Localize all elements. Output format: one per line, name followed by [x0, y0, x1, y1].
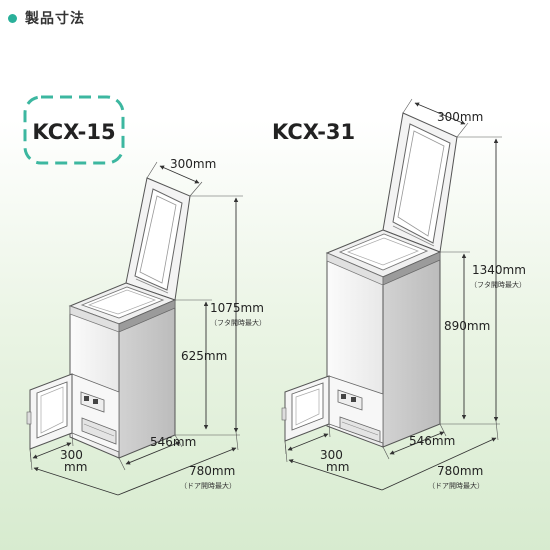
product-kcx31: KCX-31 — [272, 98, 526, 491]
section-header: 製品寸法 — [8, 8, 85, 28]
depth-door-open-label: 780mm — [189, 464, 235, 478]
height-lid-open-note: （フタ開時最大） — [210, 318, 266, 327]
bullet-dot-icon — [8, 13, 17, 23]
depth-label: 546mm — [409, 434, 455, 448]
product-kcx15: KCX-15 — [23, 95, 266, 496]
height-lid-open-label: 1340mm — [472, 263, 526, 277]
height-lid-open-label: 1075mm — [210, 301, 264, 315]
door-width-value: 300 — [60, 448, 83, 462]
model-label: KCX-15 — [32, 120, 115, 144]
door-width-unit: mm — [326, 460, 349, 474]
height-lid-open-note: （フタ開時最大） — [470, 280, 526, 289]
open-door — [281, 375, 330, 442]
depth-label: 546mm — [150, 435, 196, 449]
open-lid — [125, 177, 191, 301]
height-label: 890mm — [444, 319, 490, 333]
model-label: KCX-31 — [272, 120, 355, 144]
height-label: 625mm — [181, 349, 227, 363]
width-label: 300mm — [170, 157, 216, 171]
door-width-unit: mm — [64, 460, 87, 474]
open-door — [26, 373, 73, 450]
depth-door-open-label: 780mm — [437, 464, 483, 478]
section-title: 製品寸法 — [25, 11, 85, 27]
width-label: 300mm — [437, 110, 483, 124]
depth-door-open-note: （ドア開時最大） — [428, 481, 484, 490]
depth-door-open-note: （ドア開時最大） — [180, 481, 236, 490]
highlight-frame — [23, 95, 125, 165]
door-width-value: 300 — [320, 448, 343, 462]
open-lid — [382, 112, 458, 253]
